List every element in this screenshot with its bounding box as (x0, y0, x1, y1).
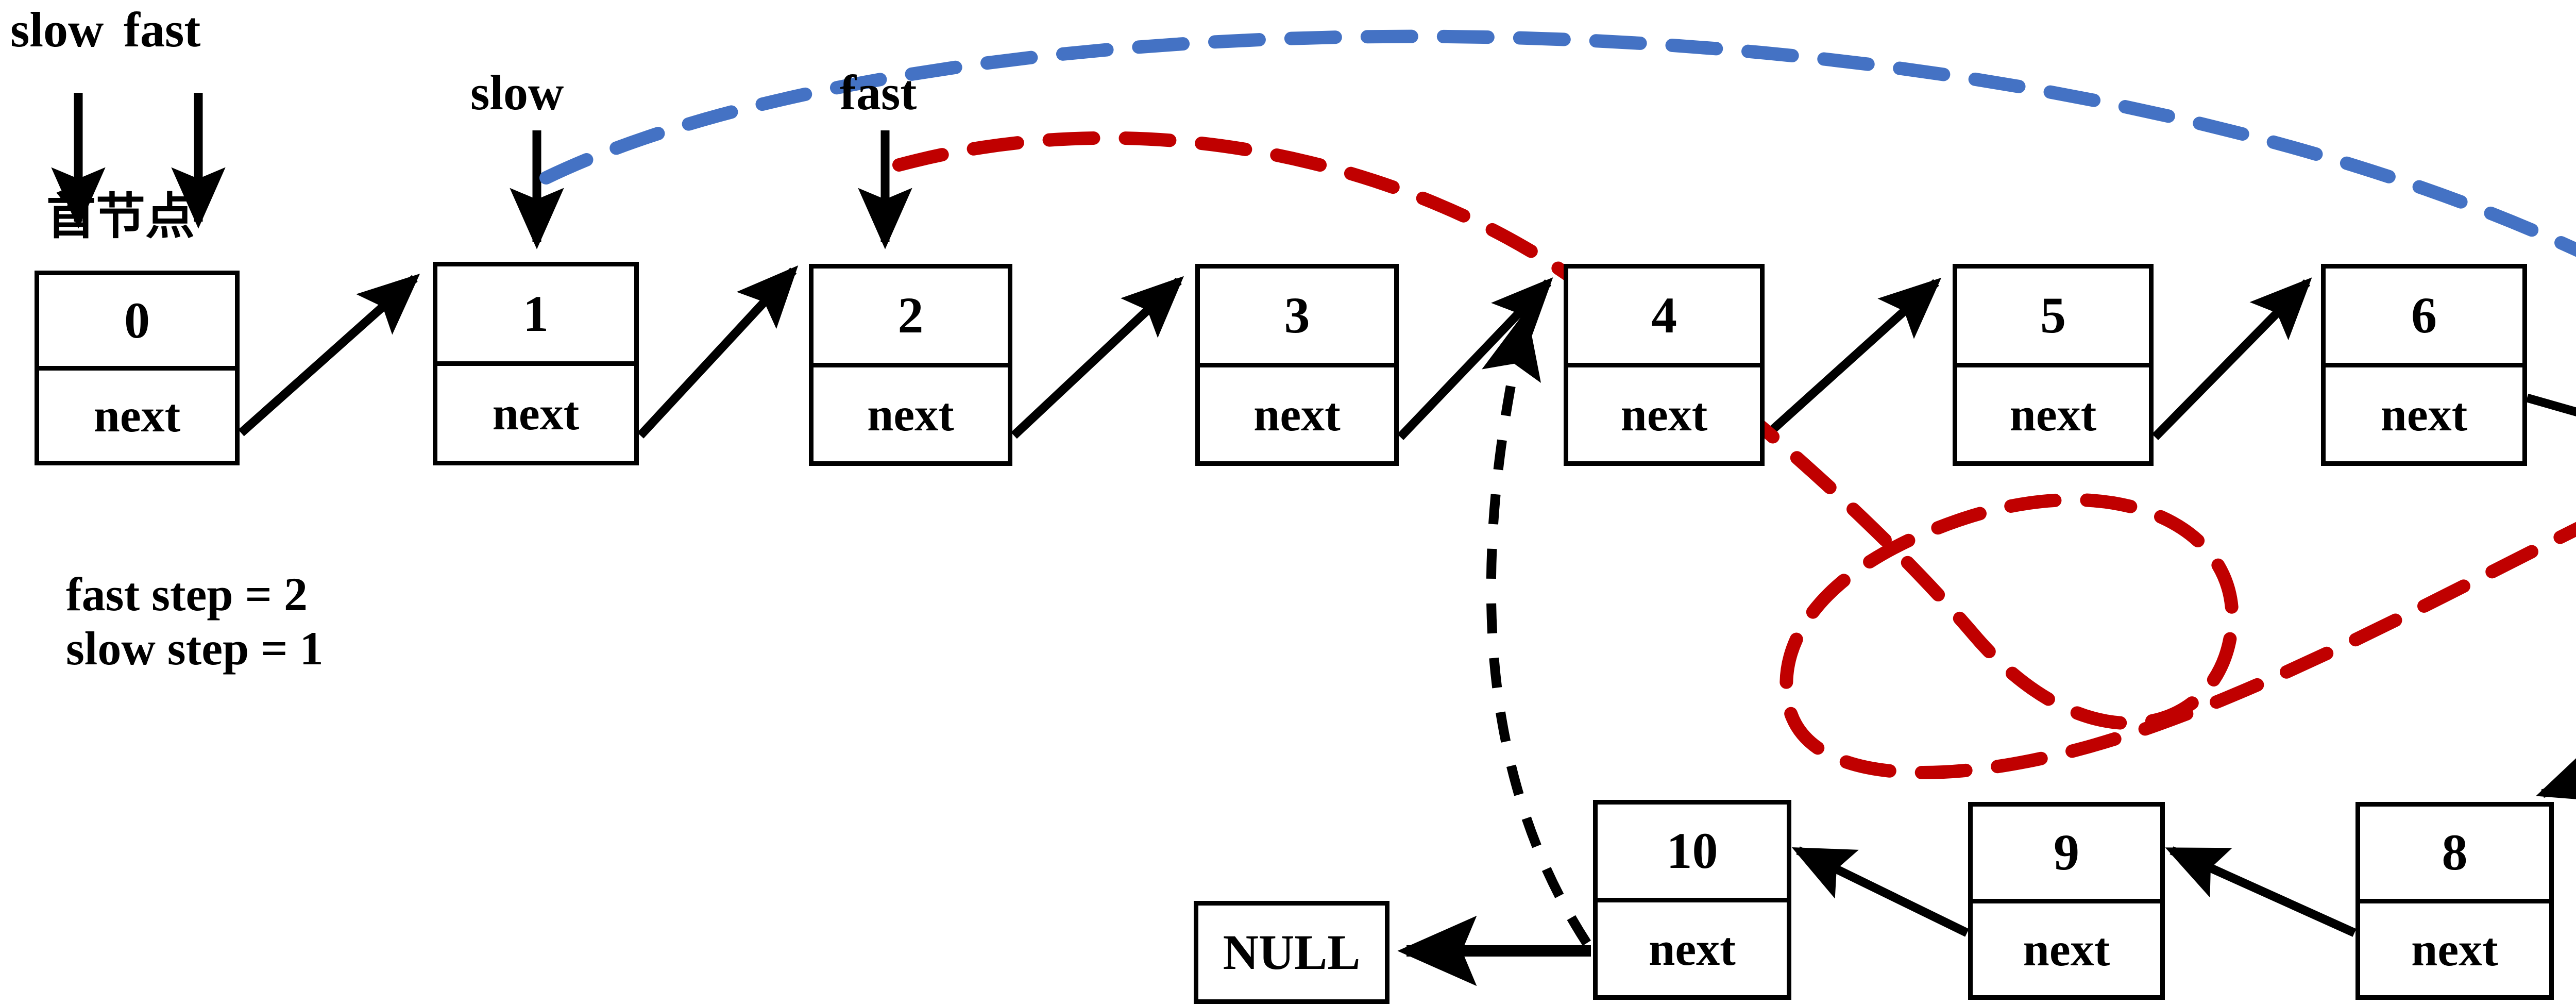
list-node-n9: 9 next (1968, 802, 2165, 1000)
node-next-field: next (2380, 388, 2468, 441)
edge-n4-n5 (1763, 277, 1942, 439)
node-value: 8 (2360, 807, 2549, 903)
node-value: 4 (1568, 269, 1760, 367)
list-node-n10: 10 next (1593, 800, 1791, 1000)
edge-n7-n8 (2536, 750, 2576, 801)
node-value: 3 (1200, 269, 1394, 367)
list-node-n5: 5 next (1953, 264, 2154, 466)
node-value: 5 (1957, 269, 2149, 367)
node-value: NULL (1223, 925, 1361, 980)
node-next-field: next (2009, 388, 2097, 441)
edge-n9-n10 (1791, 846, 1969, 937)
node-value: 2 (814, 269, 1008, 367)
list-node-n3: 3 next (1195, 264, 1399, 466)
list-node-n6: 6 next (2321, 264, 2527, 466)
annotation-a-fast-mid: fast (840, 65, 917, 120)
node-value: 9 (1973, 807, 2160, 903)
node-next-field: next (1253, 388, 1341, 441)
edge-n0-n1 (238, 273, 420, 437)
node-value: 1 (437, 266, 634, 366)
node-next-field: next (93, 389, 181, 442)
annotation-a-slow-step: slow step = 1 (66, 622, 324, 675)
node-next-field: next (2411, 923, 2498, 976)
list-node-n1: 1 next (433, 262, 639, 465)
node-value: 0 (39, 275, 235, 371)
edge-n2-n3 (1011, 276, 1184, 439)
node-value: 6 (2326, 269, 2522, 367)
edge-n6-n7 (2526, 393, 2576, 416)
node-next-field: next (2023, 923, 2110, 976)
annotation-a-slow-mid: slow (470, 65, 564, 120)
list-node-null: NULL (1194, 901, 1389, 1004)
list-node-n8: 8 next (2355, 802, 2554, 1000)
node-next-field: next (1649, 922, 1736, 975)
annotation-a-fast-step: fast step = 2 (66, 568, 308, 621)
edge-n5-n6 (2151, 277, 2312, 440)
slow-pointer-path-dashed (539, 29, 2576, 257)
cycle-back-edge-dashed (1482, 309, 1591, 946)
edge-n8-n9 (2165, 846, 2357, 937)
node-value: 10 (1598, 805, 1787, 902)
node-next-field: next (492, 387, 580, 440)
list-node-n0: 0 next (35, 271, 240, 465)
node-next-field: next (1620, 388, 1708, 441)
edge-n1-n2 (637, 265, 799, 439)
edge-n3-n4 (1397, 277, 1553, 440)
annotation-a-slow-left: slow (10, 2, 104, 57)
annotation-a-fast-left: fast (124, 2, 201, 57)
annotation-a-head: 首节点 (46, 188, 195, 245)
list-node-n2: 2 next (809, 264, 1012, 466)
node-next-field: next (867, 388, 954, 441)
list-node-n4: 4 next (1564, 264, 1765, 466)
